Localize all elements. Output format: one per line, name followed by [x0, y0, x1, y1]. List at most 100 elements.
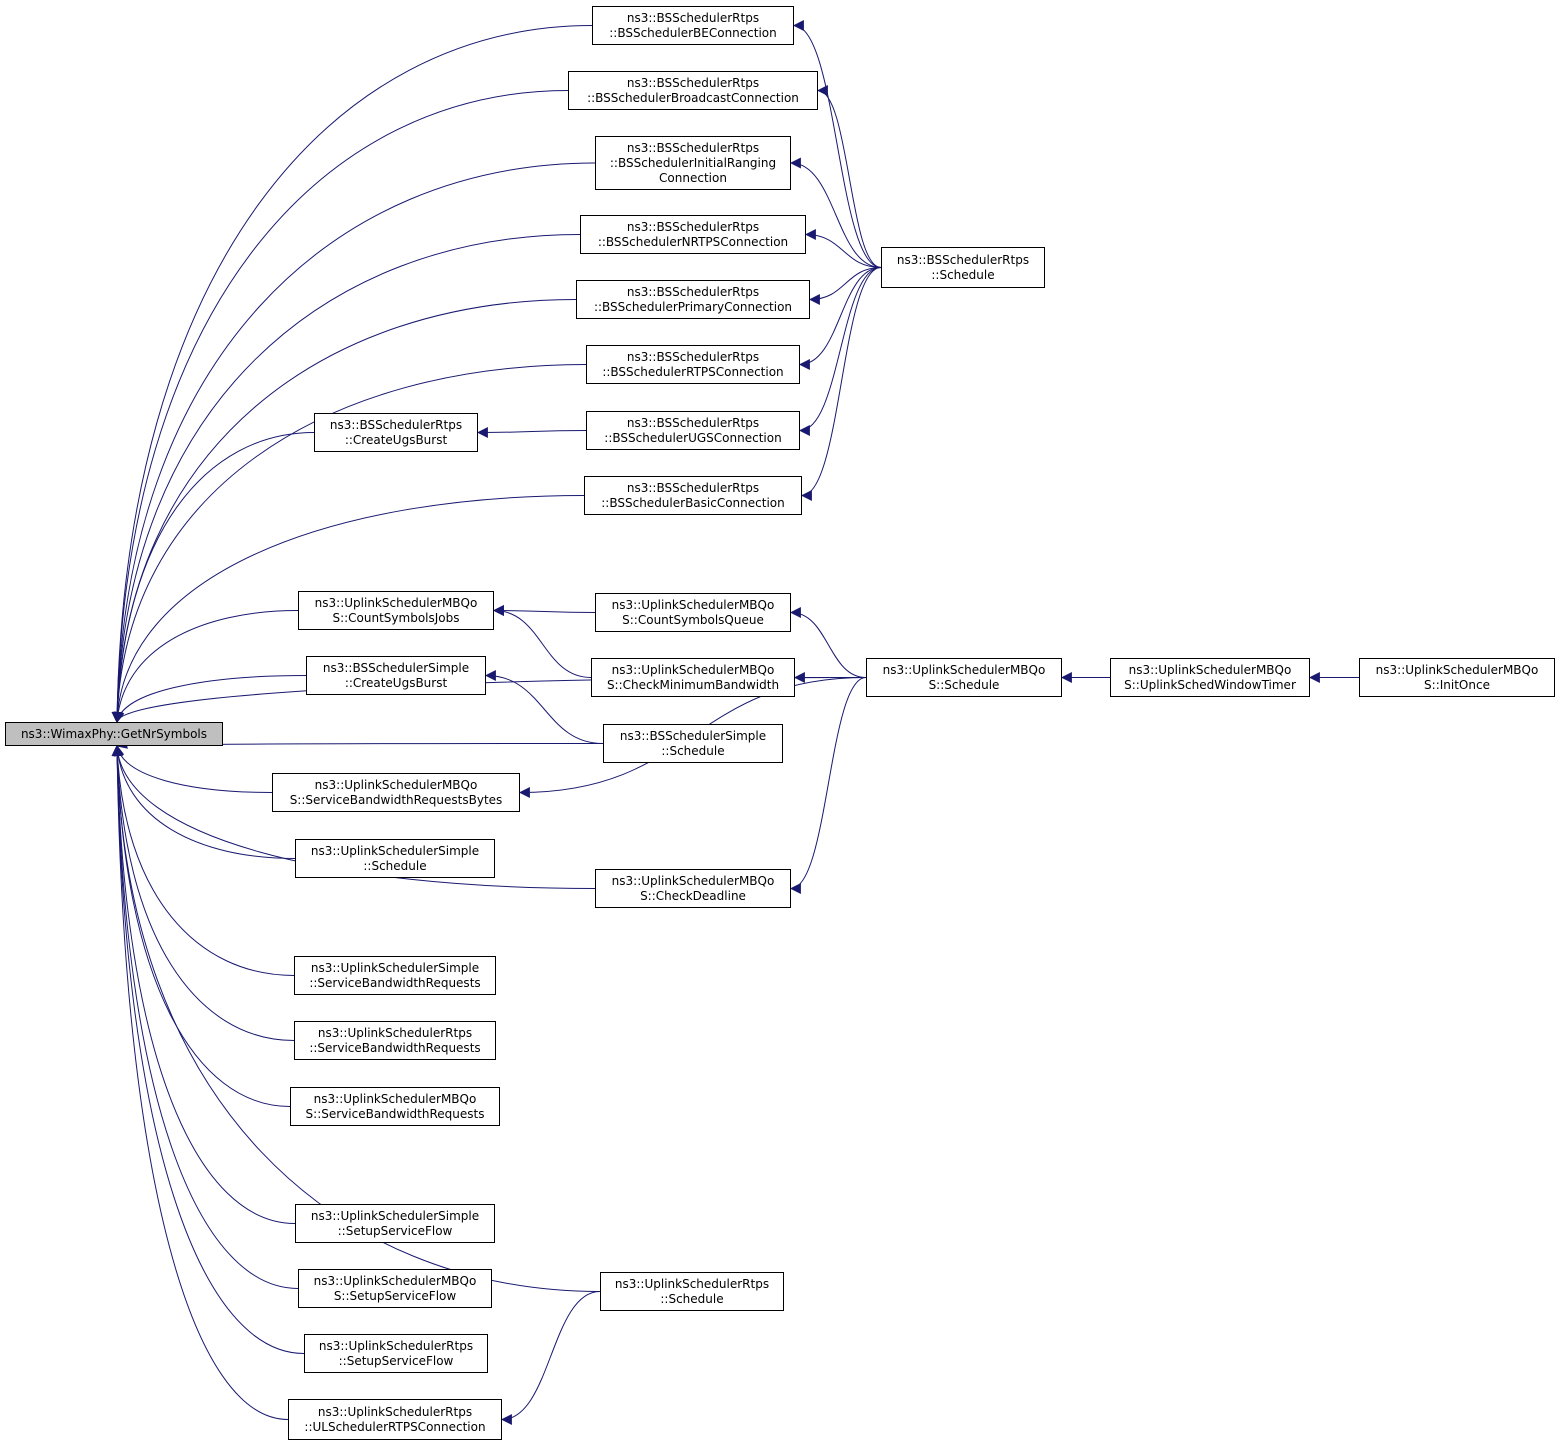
edge-basic_conn-to-root — [111, 495, 585, 724]
node-label-line: ns3::BSSchedulerRtps — [626, 349, 760, 364]
node-label-line: ns3::WimaxPhy::GetNrSymbols — [20, 726, 208, 741]
node-label-line: ::BSSchedulerRTPSConnection — [602, 364, 784, 379]
node-label-line: ns3::UplinkSchedulerMBQo — [313, 1273, 477, 1288]
edge-ul_rtps_bw_req-to-root — [111, 744, 295, 1041]
edge-mbqos_schedule-to-mbqos_count_queue — [789, 607, 867, 678]
node-label-line: ::CreateUgsBurst — [344, 432, 448, 447]
edge-mbqos_count_jobs-to-root — [112, 610, 299, 724]
node-label-line: ns3::BSSchedulerSimple — [322, 660, 470, 675]
node-initial-ranging-connection[interactable]: ns3::BSSchedulerRtps::BSSchedulerInitial… — [595, 136, 791, 190]
node-ugs-connection[interactable]: ns3::BSSchedulerRtps::BSSchedulerUGSConn… — [586, 411, 800, 450]
node-label-line: S::CheckMinimumBandwidth — [606, 677, 780, 692]
node-label-line: ::BSSchedulerPrimaryConnection — [593, 299, 793, 314]
node-label-line: ns3::BSSchedulerRtps — [329, 417, 463, 432]
node-bs-scheduler-rtps-schedule[interactable]: ns3::BSSchedulerRtps::Schedule — [881, 247, 1045, 288]
node-be-connection[interactable]: ns3::BSSchedulerRtps::BSSchedulerBEConne… — [592, 6, 794, 45]
node-label-line: ns3::UplinkSchedulerMBQo — [611, 873, 775, 888]
node-label-line: ns3::BSSchedulerRtps — [626, 480, 760, 495]
edge-rtps_conn-to-root — [111, 364, 587, 724]
node-root: ns3::WimaxPhy::GetNrSymbols — [5, 722, 223, 746]
edge-bc_conn-to-root — [111, 90, 569, 724]
node-broadcast-connection[interactable]: ns3::BSSchedulerRtps::BSSchedulerBroadca… — [568, 71, 818, 110]
node-label-line: S::ServiceBandwidthRequests — [305, 1106, 485, 1121]
node-basic-connection[interactable]: ns3::BSSchedulerRtps::BSSchedulerBasicCo… — [584, 476, 802, 515]
node-label-line: S::UplinkSchedWindowTimer — [1124, 677, 1296, 692]
node-label-line: ::ServiceBandwidthRequests — [309, 975, 481, 990]
node-label-line: ::BSSchedulerNRTPSConnection — [597, 234, 789, 249]
node-simple-create-ugs-burst[interactable]: ns3::BSSchedulerSimple::CreateUgsBurst — [306, 656, 486, 695]
edge-rtps_schedule-to-rtps_conn — [798, 267, 882, 370]
node-label-line: S::CheckDeadline — [640, 888, 746, 903]
node-label-line: ns3::UplinkSchedulerRtps — [614, 1276, 770, 1291]
node-label-line: ns3::UplinkSchedulerMBQo — [1375, 662, 1539, 677]
edge-mbqos_setup-to-root — [111, 744, 299, 1289]
node-ul-simple-schedule[interactable]: ns3::UplinkSchedulerSimple::Schedule — [295, 839, 495, 878]
node-label-line: ::Schedule — [931, 267, 995, 282]
edge-rtps_schedule-to-ir_conn — [789, 157, 882, 268]
node-nrtps-connection[interactable]: ns3::BSSchedulerRtps::BSSchedulerNRTPSCo… — [580, 215, 806, 254]
edge-ul_simple_setup-to-root — [111, 744, 296, 1224]
edge-mbqos_schedule-to-mbqos_deadline — [789, 677, 867, 894]
node-label-line: ::ULSchedulerRTPSConnection — [304, 1419, 486, 1434]
node-label-line: ::CreateUgsBurst — [344, 675, 448, 690]
node-label-line: ns3::UplinkSchedulerMBQo — [314, 777, 478, 792]
node-label-line: S::CountSymbolsJobs — [332, 610, 460, 625]
node-label-line: ::SetupServiceFlow — [338, 1353, 454, 1368]
edge-mbqos_bw_req-to-root — [111, 744, 291, 1107]
node-ul-rtps-schedule[interactable]: ns3::UplinkSchedulerRtps::Schedule — [600, 1272, 784, 1311]
node-ul-rtps-setup-service-flow[interactable]: ns3::UplinkSchedulerRtps::SetupServiceFl… — [304, 1334, 488, 1373]
node-label-line: ns3::BSSchedulerRtps — [896, 252, 1030, 267]
node-label-line: ns3::UplinkSchedulerRtps — [317, 1025, 473, 1040]
node-label-line: ns3::BSSchedulerRtps — [626, 10, 760, 25]
node-label-line: S::CountSymbolsQueue — [622, 612, 764, 627]
node-label-line: S::Schedule — [928, 677, 1000, 692]
edge-be_conn-to-root — [111, 25, 593, 724]
node-label-line: ns3::UplinkSchedulerSimple — [310, 960, 480, 975]
edge-mbqos_bw_bytes-to-root — [113, 744, 273, 793]
edge-rtps_schedule-to-basic_conn — [800, 267, 882, 501]
node-label-line: ns3::UplinkSchedulerSimple — [310, 843, 480, 858]
node-ul-rtps-bandwidth-requests[interactable]: ns3::UplinkSchedulerRtps::ServiceBandwid… — [294, 1021, 496, 1060]
node-ul-simple-bandwidth-requests[interactable]: ns3::UplinkSchedulerSimple::ServiceBandw… — [294, 956, 496, 995]
node-label-line: ns3::UplinkSchedulerMBQo — [882, 662, 1046, 677]
node-label-line: Connection — [659, 170, 727, 185]
node-label-line: ns3::UplinkSchedulerRtps — [318, 1338, 474, 1353]
node-label-line: ::BSSchedulerBEConnection — [609, 25, 777, 40]
node-label-line: ns3::BSSchedulerRtps — [626, 219, 760, 234]
node-label-line: ns3::UplinkSchedulerMBQo — [313, 1091, 477, 1106]
node-label-line: ::BSSchedulerInitialRanging — [609, 155, 777, 170]
edge-ugs_conn-to-rtps_ugs_burst — [476, 426, 587, 438]
edge-rtps_schedule-to-prim_conn — [808, 267, 882, 305]
node-label-line: ::ServiceBandwidthRequests — [309, 1040, 481, 1055]
node-ul-simple-setup-service-flow[interactable]: ns3::UplinkSchedulerSimple::SetupService… — [295, 1204, 495, 1243]
node-label-line: ns3::BSSchedulerRtps — [626, 140, 760, 155]
node-primary-connection[interactable]: ns3::BSSchedulerRtps::BSSchedulerPrimary… — [576, 280, 810, 319]
node-label-line: ns3::BSSchedulerSimple — [619, 728, 767, 743]
node-rtps-connection[interactable]: ns3::BSSchedulerRtps::BSSchedulerRTPSCon… — [586, 345, 800, 384]
node-ul-rtps-rtps-connection[interactable]: ns3::UplinkSchedulerRtps::ULSchedulerRTP… — [288, 1399, 502, 1440]
node-label-line: ns3::BSSchedulerRtps — [626, 284, 760, 299]
edge-ir_conn-to-root — [111, 162, 596, 724]
node-bs-simple-schedule[interactable]: ns3::BSSchedulerSimple::Schedule — [603, 724, 783, 763]
node-label-line: ::BSSchedulerBroadcastConnection — [587, 90, 799, 105]
node-label-line: ns3::UplinkSchedulerRtps — [317, 1404, 473, 1419]
edge-ul_rtps_rtps_conn-to-root — [111, 744, 289, 1420]
edge-ul_rtps_setup-to-root — [111, 744, 305, 1354]
node-rtps-create-ugs-burst[interactable]: ns3::BSSchedulerRtps::CreateUgsBurst — [314, 413, 478, 452]
node-label-line: ns3::BSSchedulerRtps — [626, 415, 760, 430]
edge-ul_simple_bw_req-to-root — [111, 744, 295, 976]
node-label-line: ::SetupServiceFlow — [337, 1223, 453, 1238]
edge-ul_rtps_schedule-to-ul_rtps_rtps_conn — [500, 1291, 601, 1425]
